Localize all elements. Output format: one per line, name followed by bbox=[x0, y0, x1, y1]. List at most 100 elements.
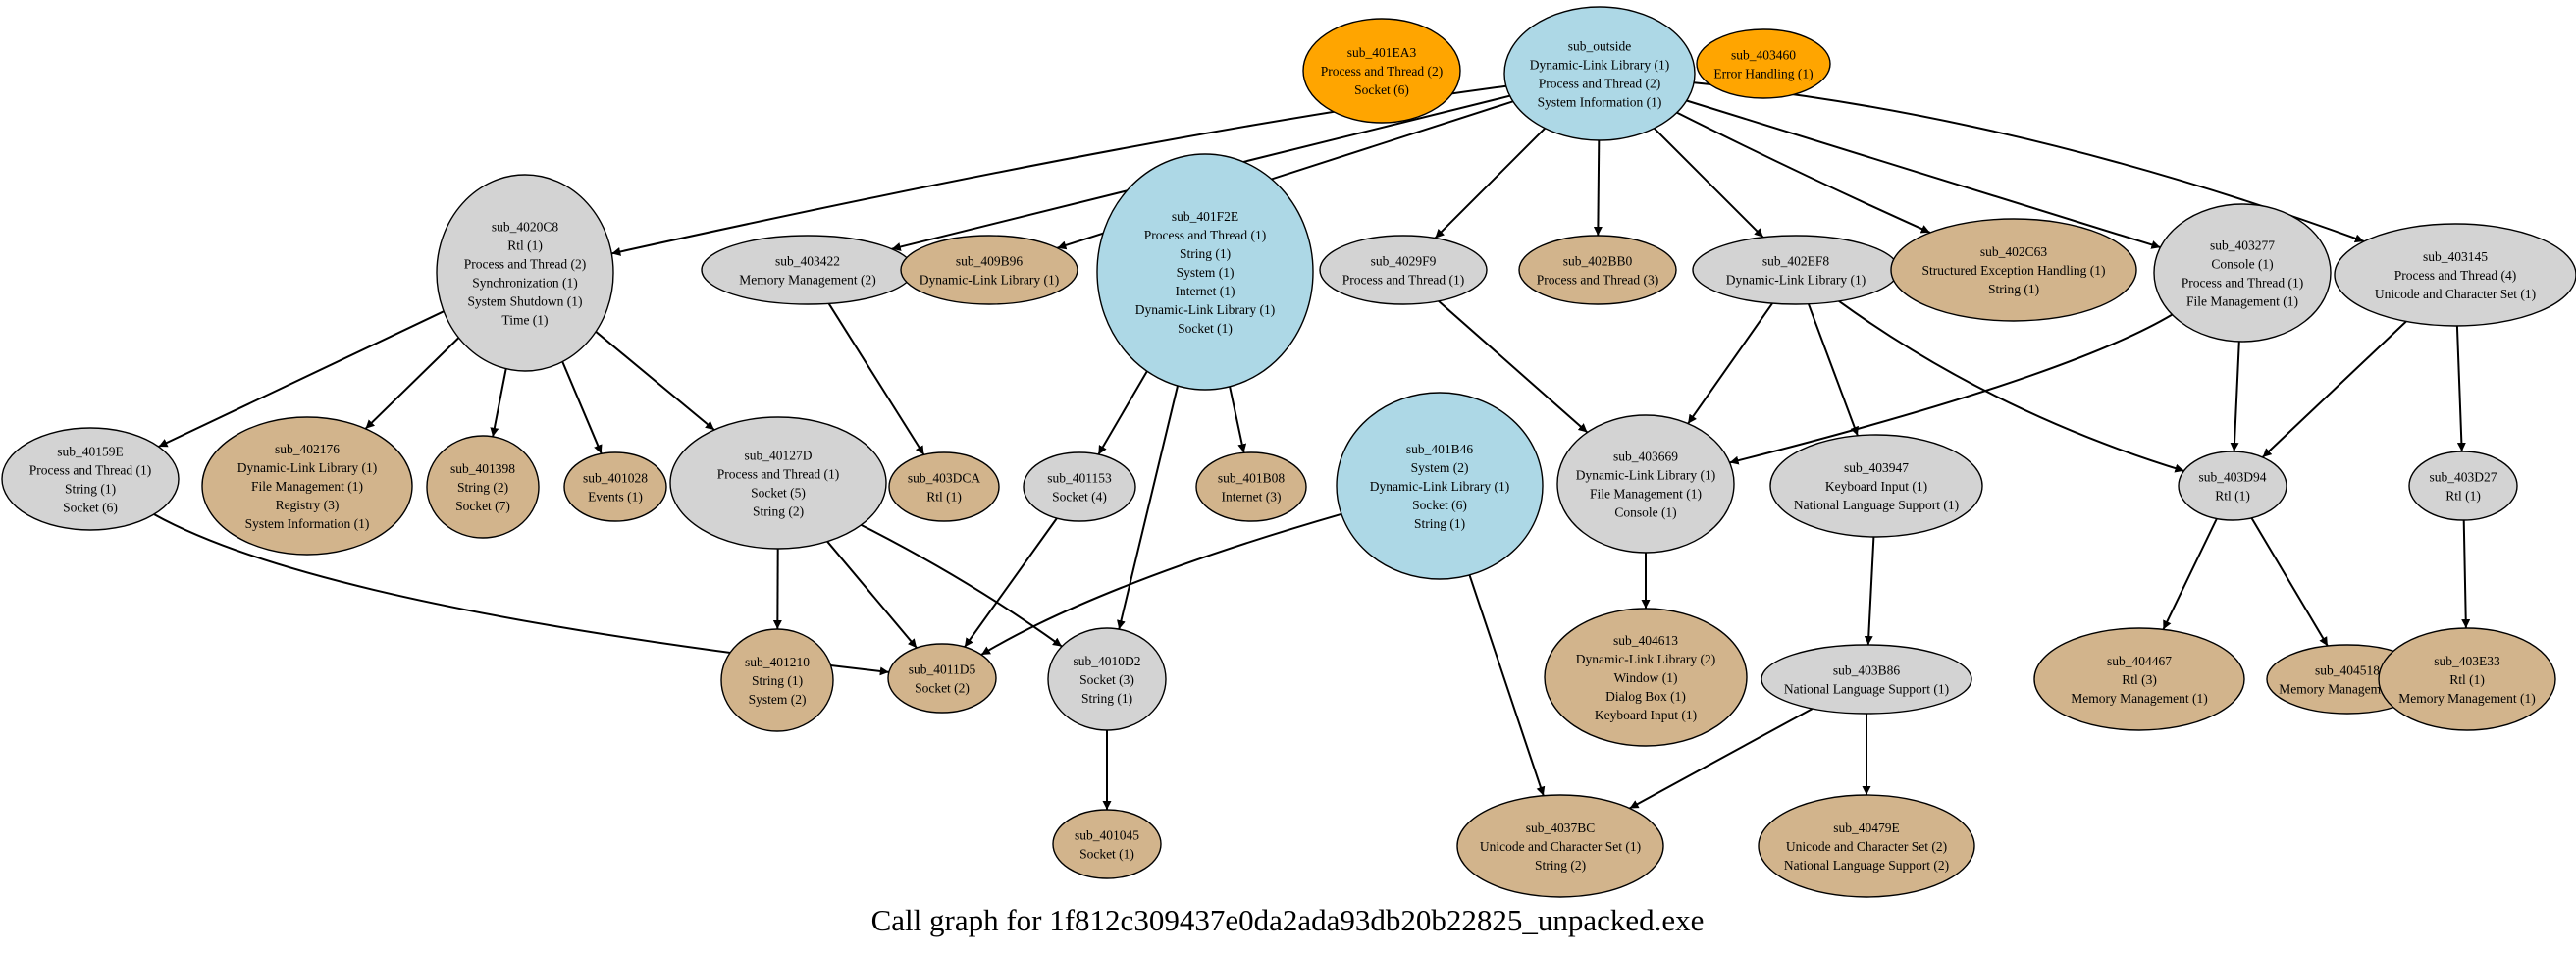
edge-sub-403d27-to-sub-403e33 bbox=[2461, 519, 2471, 629]
node-category: Socket (6) bbox=[63, 501, 118, 515]
node-category: Rtl (1) bbox=[2445, 489, 2481, 504]
edge-sub-401f2e-to-sub-401b08 bbox=[1229, 386, 1247, 453]
node-title: sub_404613 bbox=[1613, 633, 1678, 648]
edge-sub-4020c8-to-sub-402176 bbox=[364, 337, 460, 430]
node-category: Dynamic-Link Library (1) bbox=[1135, 302, 1275, 317]
node-title: sub_4010D2 bbox=[1073, 654, 1140, 668]
node-shape bbox=[2408, 451, 2518, 521]
node-category: Process and Thread (1) bbox=[1342, 273, 1465, 288]
node-title: sub_401B08 bbox=[1218, 471, 1286, 486]
node-shape bbox=[2378, 627, 2556, 731]
edge-sub-402ef8-to-sub-403d94 bbox=[1838, 299, 2184, 473]
node-category: Error Handling (1) bbox=[1713, 67, 1813, 81]
node-category: Dynamic-Link Library (1) bbox=[1370, 479, 1509, 494]
node-shape bbox=[1692, 235, 1900, 305]
node-shape bbox=[1518, 235, 1677, 305]
node-shape bbox=[2033, 627, 2245, 731]
node-category: Socket (1) bbox=[1178, 321, 1233, 336]
node-category: Process and Thread (1) bbox=[29, 463, 152, 478]
node-shape bbox=[1302, 18, 1461, 124]
edge-sub-401f2e-to-sub-4010d2 bbox=[1117, 385, 1179, 630]
node-title: sub_40479E bbox=[1833, 821, 1900, 835]
node-title: sub_401EA3 bbox=[1347, 45, 1417, 60]
node-category: Socket (6) bbox=[1412, 498, 1467, 512]
node-category: Process and Thread (3) bbox=[1537, 273, 1659, 288]
node-title: sub_403669 bbox=[1613, 450, 1678, 464]
node-category: Unicode and Character Set (1) bbox=[1480, 839, 1641, 854]
node-title: sub_403460 bbox=[1731, 48, 1796, 63]
edge-sub-4020c8-to-sub-401028 bbox=[561, 361, 603, 454]
edge-sub-401b46-to-sub-4011d5 bbox=[980, 512, 1342, 656]
node-category: System (2) bbox=[749, 692, 807, 707]
node-category: Internet (1) bbox=[1175, 284, 1235, 298]
node-category: String (1) bbox=[1180, 246, 1231, 261]
node-shape bbox=[563, 451, 667, 522]
edge-sub-4020c8-to-sub-40159e bbox=[158, 310, 445, 448]
node-shape bbox=[1096, 153, 1314, 391]
node-category: Events (1) bbox=[588, 490, 643, 504]
edge-sub-outside-to-sub-402ef8 bbox=[1653, 127, 1764, 239]
node-category: Process and Thread (2) bbox=[1321, 64, 1444, 79]
node-category: String (2) bbox=[1535, 858, 1586, 873]
node-category: Rtl (1) bbox=[2449, 672, 2485, 687]
node-category: National Language Support (1) bbox=[1784, 682, 1949, 697]
node-category: Process and Thread (2) bbox=[1539, 77, 1661, 91]
node-category: Dynamic-Link Library (1) bbox=[1530, 58, 1669, 73]
edge-sub-403d94-to-sub-404467 bbox=[2162, 518, 2218, 630]
node-category: Dynamic-Link Library (1) bbox=[1726, 273, 1866, 288]
node-category: Process and Thread (1) bbox=[2182, 276, 2304, 291]
node-category: System Information (1) bbox=[1538, 95, 1662, 110]
node-title: sub_4029F9 bbox=[1371, 254, 1437, 269]
node-shape bbox=[1556, 414, 1735, 554]
node-category: Time (1) bbox=[501, 313, 548, 328]
node-title: sub_402176 bbox=[275, 442, 340, 456]
node-category: Keyboard Input (1) bbox=[1825, 479, 1927, 494]
node-category: National Language Support (2) bbox=[1784, 858, 1949, 873]
node-category: System (1) bbox=[1177, 265, 1235, 280]
node-category: Structured Exception Handling (1) bbox=[1921, 263, 2105, 278]
node-title: sub_403422 bbox=[775, 254, 840, 269]
edge-sub-403b86-to-sub-4037bc bbox=[1629, 708, 1814, 810]
node-shape bbox=[900, 235, 1078, 305]
edge-sub-40127d-to-sub-4010d2 bbox=[861, 524, 1063, 648]
node-category: String (1) bbox=[1988, 282, 2039, 296]
node-category: Socket (4) bbox=[1052, 490, 1107, 504]
edge-sub-outside-to-sub-4029f9 bbox=[1434, 127, 1547, 239]
node-category: Dynamic-Link Library (2) bbox=[1576, 652, 1715, 666]
node-shape bbox=[887, 643, 997, 714]
node-shape bbox=[426, 435, 540, 539]
graph-caption: Call graph for 1f812c309437e0da2ada93db2… bbox=[871, 903, 1705, 937]
node-shape bbox=[1544, 608, 1748, 747]
node-category: Rtl (1) bbox=[926, 490, 962, 504]
node-shape bbox=[720, 628, 834, 732]
node-category: Rtl (1) bbox=[507, 239, 543, 253]
node-title: sub_401398 bbox=[450, 461, 515, 476]
edge-sub-outside-to-sub-402c63 bbox=[1676, 111, 1931, 234]
node-title: sub_404518 bbox=[2315, 663, 2380, 678]
node-category: Socket (6) bbox=[1354, 82, 1409, 97]
node-shape bbox=[1023, 451, 1136, 522]
node-category: String (2) bbox=[753, 504, 804, 519]
node-category: String (1) bbox=[65, 482, 116, 497]
node-category: System (2) bbox=[1411, 460, 1469, 475]
node-category: Registry (3) bbox=[276, 498, 340, 512]
node-category: Keyboard Input (1) bbox=[1595, 708, 1697, 722]
